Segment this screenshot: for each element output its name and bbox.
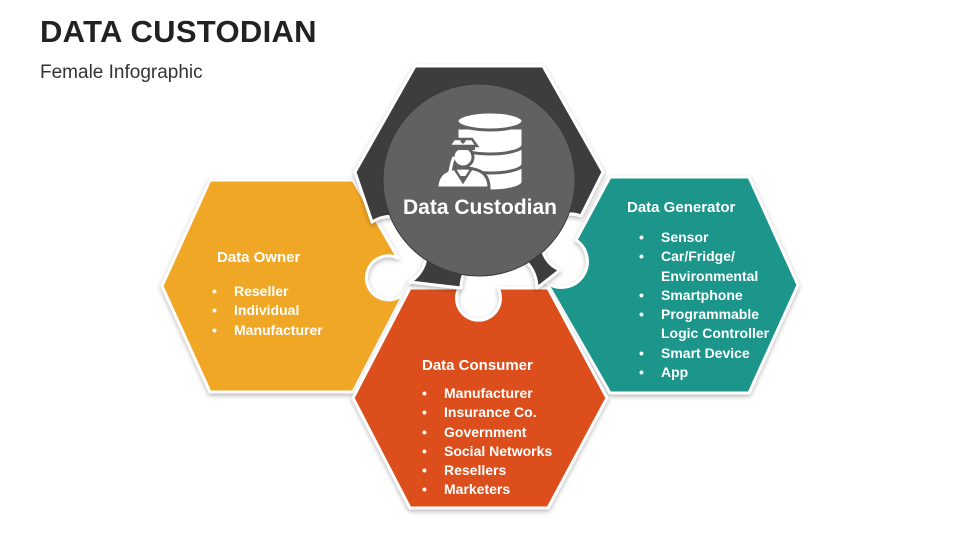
- data-owner-heading: Data Owner: [217, 249, 301, 266]
- list-item: Manufacturer: [210, 321, 390, 341]
- list-item: Reseller: [210, 282, 390, 302]
- data-consumer-list: Manufacturer Insurance Co. Government So…: [420, 384, 590, 500]
- list-item: Programmable Logic Controller: [637, 305, 777, 344]
- list-item: App: [637, 363, 777, 383]
- center-label: Data Custodian: [402, 196, 557, 219]
- data-generator-heading: Data Generator: [627, 199, 736, 216]
- data-owner-list: Reseller Individual Manufacturer: [210, 282, 390, 340]
- list-item: Government: [420, 423, 590, 443]
- list-item: Manufacturer: [420, 384, 590, 404]
- data-consumer-heading: Data Consumer: [422, 357, 533, 374]
- list-item: Marketers: [420, 480, 590, 500]
- list-item: Individual: [210, 301, 390, 321]
- list-item: Car/Fridge/ Environmental: [637, 247, 777, 286]
- list-item: Smartphone: [637, 286, 777, 306]
- list-item: Resellers: [420, 461, 590, 481]
- female-custodian-database-icon: [435, 110, 525, 193]
- list-item: Smart Device: [637, 344, 777, 364]
- list-item: Sensor: [637, 228, 777, 248]
- page-subtitle: Female Infographic: [40, 62, 203, 83]
- data-generator-list: Sensor Car/Fridge/ Environmental Smartph…: [637, 228, 777, 383]
- list-item: Social Networks: [420, 442, 590, 462]
- list-item: Insurance Co.: [420, 403, 590, 423]
- page-title: DATA CUSTODIAN: [40, 14, 317, 49]
